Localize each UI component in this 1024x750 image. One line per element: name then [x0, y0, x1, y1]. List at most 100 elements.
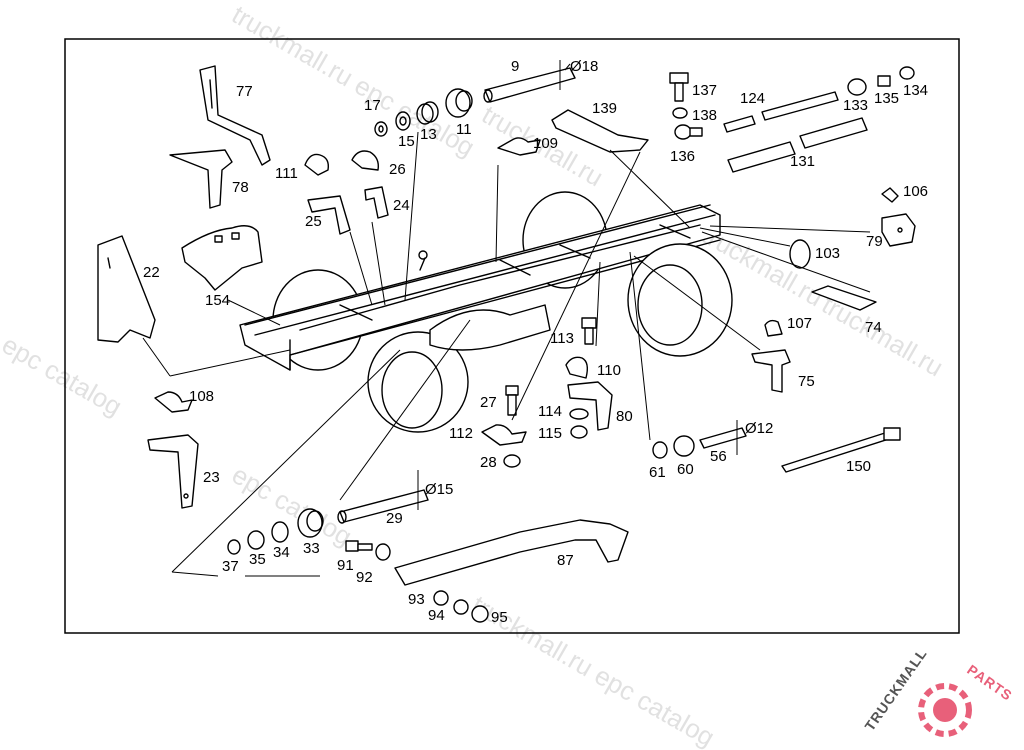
bracket-80 [567, 381, 613, 431]
clip-110 [565, 356, 589, 379]
rod-150 [781, 427, 901, 473]
callout-136: 136 [670, 148, 695, 165]
nut-61 [652, 441, 668, 459]
callout-74: 74 [865, 319, 882, 336]
ring-13 [416, 101, 439, 125]
callout-78: 78 [232, 179, 249, 196]
watermark-text: epc catalog [0, 329, 127, 421]
washer-93 [433, 590, 449, 606]
callout-24: 24 [393, 197, 410, 214]
callout-15: 15 [398, 133, 415, 150]
logo-text-truckmall: TRUCKMALL [861, 645, 930, 734]
clip-107 [764, 319, 783, 337]
washer-114 [569, 408, 589, 420]
washer-17 [374, 121, 388, 137]
pipe-56 [699, 427, 747, 449]
callout-79: 79 [866, 233, 883, 250]
logo-text-parts: PARTS [964, 661, 1015, 704]
callout-112: 112 [449, 425, 473, 442]
ring-94 [453, 599, 469, 615]
hose-131 [727, 117, 868, 173]
callout-154: 154 [205, 292, 230, 309]
bolt-113 [581, 317, 597, 345]
callout-75: 75 [798, 373, 815, 390]
callout-134: 134 [903, 82, 928, 99]
bolt-91 [345, 540, 373, 552]
callout-77: 77 [236, 83, 253, 100]
clip-106 [881, 187, 899, 203]
nut-115 [570, 425, 588, 439]
member-87 [394, 519, 629, 586]
saddle-154 [181, 225, 263, 291]
callout-29: 29 [386, 510, 403, 527]
callout-115: 115 [538, 425, 562, 442]
callout-150: 150 [846, 458, 871, 475]
callout-124: 124 [740, 90, 765, 107]
callout-56: 56 [710, 448, 727, 465]
bracket-77 [199, 65, 271, 166]
callout-103: 103 [815, 245, 840, 262]
hose-124 [723, 91, 839, 133]
nut-60 [673, 435, 695, 457]
nut-11 [445, 88, 473, 118]
clamp-112 [481, 424, 527, 446]
callout-114: 114 [538, 403, 562, 420]
callout-135: 135 [874, 90, 899, 107]
callout-131: 131 [790, 153, 815, 170]
plate-74 [811, 285, 877, 311]
callout-35: 35 [249, 551, 266, 568]
callout-9: 9 [511, 58, 519, 75]
washer-37 [227, 539, 241, 555]
nut-133 [847, 78, 867, 96]
bracket-79 [881, 213, 916, 247]
bracket-78 [169, 149, 233, 209]
callout-diameter-15: Ø15 [425, 481, 453, 498]
callout-109: 109 [533, 135, 558, 152]
callout-25: 25 [305, 213, 322, 230]
callout-80: 80 [616, 408, 633, 425]
callout-137: 137 [692, 82, 717, 99]
callout-diameter-18: Ø18 [570, 58, 598, 75]
callout-26: 26 [389, 161, 406, 178]
callout-138: 138 [692, 107, 717, 124]
callout-91: 91 [337, 557, 354, 574]
callout-33: 33 [303, 540, 320, 557]
diagram-frame [64, 38, 960, 634]
bracket-75 [751, 349, 791, 393]
nut-95 [471, 605, 489, 623]
bracket-22 [97, 235, 156, 343]
callout-61: 61 [649, 464, 666, 481]
ring-34 [271, 521, 289, 543]
callout-diameter-12: Ø12 [745, 420, 773, 437]
watermark-text: epc catalog [227, 459, 357, 551]
bolt-137 [669, 72, 689, 102]
callout-111: 111 [275, 165, 298, 182]
fitting-135 [877, 75, 891, 87]
bracket-23 [147, 434, 199, 509]
pipe-29 [337, 489, 429, 524]
washer-138 [672, 107, 688, 119]
callout-110: 110 [597, 362, 621, 379]
clip-109 [497, 137, 541, 156]
nut-35 [247, 530, 265, 550]
callout-27: 27 [480, 394, 497, 411]
callout-23: 23 [203, 469, 220, 486]
pipe-9 [483, 67, 576, 103]
callout-28: 28 [480, 454, 497, 471]
callout-95: 95 [491, 609, 508, 626]
cap-134 [899, 66, 915, 80]
nut-33 [297, 508, 324, 538]
clip-26 [351, 150, 380, 171]
callout-34: 34 [273, 544, 290, 561]
fitting-136 [674, 124, 703, 140]
callout-22: 22 [143, 264, 160, 281]
bolt-27 [505, 385, 519, 416]
callout-37: 37 [222, 558, 239, 575]
clamp-108 [154, 391, 193, 413]
callout-133: 133 [843, 97, 868, 114]
gear-hub-icon [933, 698, 957, 722]
washer-92 [375, 543, 391, 561]
bracket-25 [307, 195, 351, 235]
watermark-text: truckmall.ru [817, 289, 948, 382]
